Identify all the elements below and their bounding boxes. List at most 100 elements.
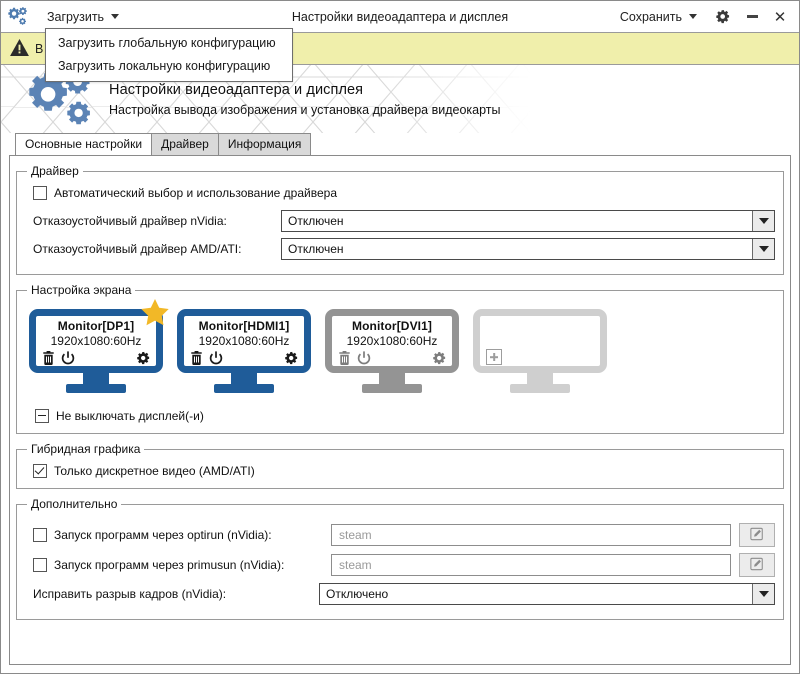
tearfix-label: Исправить разрыв кадров (nVidia): xyxy=(33,587,227,601)
trash-icon[interactable] xyxy=(190,351,203,368)
auto-driver-checkbox[interactable] xyxy=(33,186,47,200)
monitor-base xyxy=(510,384,570,393)
nvidia-fallback-select[interactable]: Отключен xyxy=(281,210,775,232)
gear-icon[interactable] xyxy=(284,351,298,368)
auto-driver-label: Автоматический выбор и использование дра… xyxy=(54,186,337,200)
tab-main-settings[interactable]: Основные настройки xyxy=(15,133,153,155)
monitor-base xyxy=(66,384,126,393)
tab-bar: Основные настройки Драйвер Информация xyxy=(1,133,799,155)
auto-driver-row[interactable]: Автоматический выбор и использование дра… xyxy=(33,186,775,200)
tab-driver[interactable]: Драйвер xyxy=(151,133,219,155)
tearfix-value: Отключено xyxy=(326,587,389,601)
monitor-resolution: 1920x1080:60Hz xyxy=(50,334,142,348)
add-monitor-card[interactable] xyxy=(473,309,607,393)
optirun-edit-button[interactable] xyxy=(739,523,775,547)
gear-icon[interactable] xyxy=(432,351,446,368)
load-menu-button[interactable]: Загрузить xyxy=(39,7,127,27)
monitor-card[interactable]: Monitor[DP1] 1920x1080:60Hz xyxy=(29,299,169,393)
plus-box-icon[interactable] xyxy=(486,349,502,365)
trash-icon[interactable] xyxy=(338,351,351,368)
primusun-row: Запуск программ через primusun (nVidia):… xyxy=(33,553,775,577)
discrete-only-label: Только дискретное видео (AMD/ATI) xyxy=(54,464,255,478)
monitor-name: Monitor[DP1] xyxy=(57,319,135,333)
menu-item-load-local[interactable]: Загрузить локальную конфигурацию xyxy=(58,59,271,73)
gear-icon[interactable] xyxy=(136,351,150,368)
tab-label: Информация xyxy=(227,137,302,151)
driver-group: Драйвер Автоматический выбор и использов… xyxy=(16,164,784,275)
save-menu-button[interactable]: Сохранить xyxy=(612,7,705,27)
dont-turn-off-checkbox[interactable] xyxy=(35,409,49,423)
tab-information[interactable]: Информация xyxy=(217,133,312,155)
star-icon xyxy=(141,299,169,329)
warning-text: В xyxy=(35,41,44,56)
optirun-input[interactable]: steam xyxy=(331,524,731,546)
chevron-down-icon[interactable] xyxy=(752,239,774,259)
monitor-screen: Monitor[HDMI1] 1920x1080:60Hz xyxy=(177,309,311,373)
monitor-resolution: 1920x1080:60Hz xyxy=(346,334,438,348)
primusun-edit-button[interactable] xyxy=(739,553,775,577)
monitor-screen: Monitor[DVI1] 1920x1080:60Hz xyxy=(325,309,459,373)
nvidia-fallback-row: Отказоустойчивый драйвер nVidia: Отключе… xyxy=(33,210,775,232)
minimize-button[interactable] xyxy=(739,2,765,32)
power-icon[interactable] xyxy=(61,351,75,368)
load-dropdown-menu[interactable]: Загрузить глобальную конфигурацию Загруз… xyxy=(45,28,293,82)
monitor-resolution: 1920x1080:60Hz xyxy=(198,334,290,348)
tab-content-panel: Драйвер Автоматический выбор и использов… xyxy=(9,155,791,665)
discrete-only-checkbox[interactable] xyxy=(33,464,47,478)
edit-pencil-icon xyxy=(750,527,764,544)
primusun-label: Запуск программ через primusun (nVidia): xyxy=(54,558,285,572)
primusun-checkbox[interactable] xyxy=(33,558,47,572)
amd-fallback-value: Отключен xyxy=(288,242,344,256)
page-header: Настройки видеоадаптера и дисплея Настро… xyxy=(1,65,799,133)
monitor-screen xyxy=(473,309,607,373)
dont-turn-off-row[interactable]: Не выключать дисплей(-и) xyxy=(35,409,775,423)
primusun-placeholder: steam xyxy=(339,558,372,572)
driver-group-legend: Драйвер xyxy=(31,164,79,178)
tab-label: Драйвер xyxy=(161,137,209,151)
primusun-input[interactable]: steam xyxy=(331,554,731,576)
page-subtitle: Настройка вывода изображения и установка… xyxy=(109,102,501,117)
page-header-text: Настройки видеоадаптера и дисплея Настро… xyxy=(109,82,501,117)
tearfix-select[interactable]: Отключено xyxy=(319,583,775,605)
monitor-list: Monitor[DP1] 1920x1080:60Hz xyxy=(25,299,775,395)
monitor-card[interactable]: Monitor[DVI1] 1920x1080:60Hz xyxy=(325,309,459,393)
nvidia-fallback-value: Отключен xyxy=(288,214,344,228)
optirun-placeholder: steam xyxy=(339,528,372,542)
settings-gear-button[interactable] xyxy=(707,2,737,32)
gears-icon xyxy=(1,1,35,33)
nvidia-fallback-label: Отказоустойчивый драйвер nVidia: xyxy=(33,214,227,228)
optirun-checkbox[interactable] xyxy=(33,528,47,542)
hybrid-graphics-group: Гибридная графика Только дискретное виде… xyxy=(16,442,784,489)
extra-group-legend: Дополнительно xyxy=(31,497,118,511)
extra-group: Дополнительно Запуск программ через opti… xyxy=(16,497,784,620)
monitor-card[interactable]: Monitor[HDMI1] 1920x1080:60Hz xyxy=(177,309,311,393)
trash-icon[interactable] xyxy=(42,351,55,368)
power-icon[interactable] xyxy=(209,351,223,368)
monitor-actions xyxy=(190,351,298,368)
power-icon[interactable] xyxy=(357,351,371,368)
discrete-only-row[interactable]: Только дискретное видео (AMD/ATI) xyxy=(33,464,775,478)
chevron-down-icon xyxy=(689,14,697,19)
monitor-stand xyxy=(231,373,257,384)
warning-triangle-icon xyxy=(10,38,29,59)
tab-label: Основные настройки xyxy=(25,137,143,151)
save-menu-label: Сохранить xyxy=(619,9,682,24)
monitor-base xyxy=(362,384,422,393)
chevron-down-icon[interactable] xyxy=(752,211,774,231)
amd-fallback-row: Отказоустойчивый драйвер AMD/ATI: Отключ… xyxy=(33,238,775,260)
page-title: Настройки видеоадаптера и дисплея xyxy=(109,81,364,98)
monitor-stand xyxy=(527,373,553,384)
monitor-name: Monitor[HDMI1] xyxy=(198,319,290,333)
hybrid-graphics-legend: Гибридная графика xyxy=(31,442,141,456)
amd-fallback-label: Отказоустойчивый драйвер AMD/ATI: xyxy=(33,242,242,256)
close-button[interactable]: ✕ xyxy=(773,8,787,26)
monitor-base xyxy=(214,384,274,393)
chevron-down-icon[interactable] xyxy=(752,584,774,604)
amd-fallback-select[interactable]: Отключен xyxy=(281,238,775,260)
screen-group: Настройка экрана Monitor[DP1] 1920x1080:… xyxy=(16,283,784,434)
edit-pencil-icon xyxy=(750,557,764,574)
menu-item-load-global[interactable]: Загрузить глобальную конфигурацию xyxy=(58,36,276,50)
load-menu-label: Загрузить xyxy=(47,9,105,24)
optirun-label: Запуск программ через optirun (nVidia): xyxy=(54,528,272,542)
